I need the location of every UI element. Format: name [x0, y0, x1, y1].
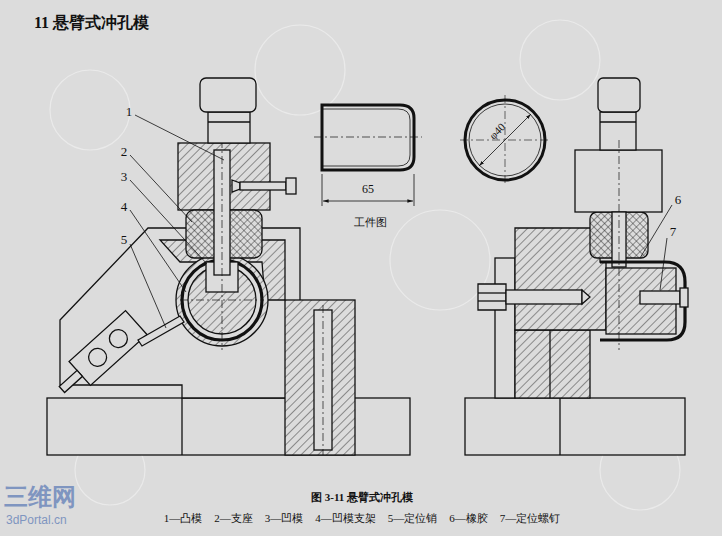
- drawing-label: 工件图: [354, 216, 387, 228]
- callout-number: 4: [121, 200, 128, 214]
- left-view: [47, 78, 410, 455]
- callout-number: 2: [121, 145, 128, 159]
- drawing-label: 65: [362, 183, 374, 196]
- workpiece-drawing: [314, 95, 550, 206]
- watermark: 三维网: [4, 484, 76, 510]
- parts-list-item: 1—凸模: [164, 512, 203, 524]
- leader-lines: [130, 115, 672, 328]
- drawing-label: φ40: [487, 121, 508, 142]
- parts-list-item: 6—橡胶: [449, 512, 488, 524]
- callout-number: 1: [126, 105, 133, 119]
- title: 11 悬臂式冲孔模: [34, 14, 149, 32]
- callout-number: 7: [670, 225, 677, 239]
- callout-number: 3: [121, 170, 128, 184]
- parts-list-item: 5—定位销: [388, 512, 438, 524]
- caption: 图 3-11 悬臂式冲孔模: [311, 491, 413, 503]
- right-view: [465, 78, 688, 455]
- parts-list-item: 4—凹模支架: [315, 512, 376, 524]
- parts-list-item: 7—定位螺钉: [500, 512, 561, 524]
- callout-number: 5: [121, 233, 128, 247]
- callout-number: 6: [675, 193, 682, 207]
- parts-list-item: 2—支座: [214, 512, 253, 524]
- watermark: 3dPortal.cn: [6, 514, 67, 527]
- parts-list-item: 3—凹模: [265, 512, 304, 524]
